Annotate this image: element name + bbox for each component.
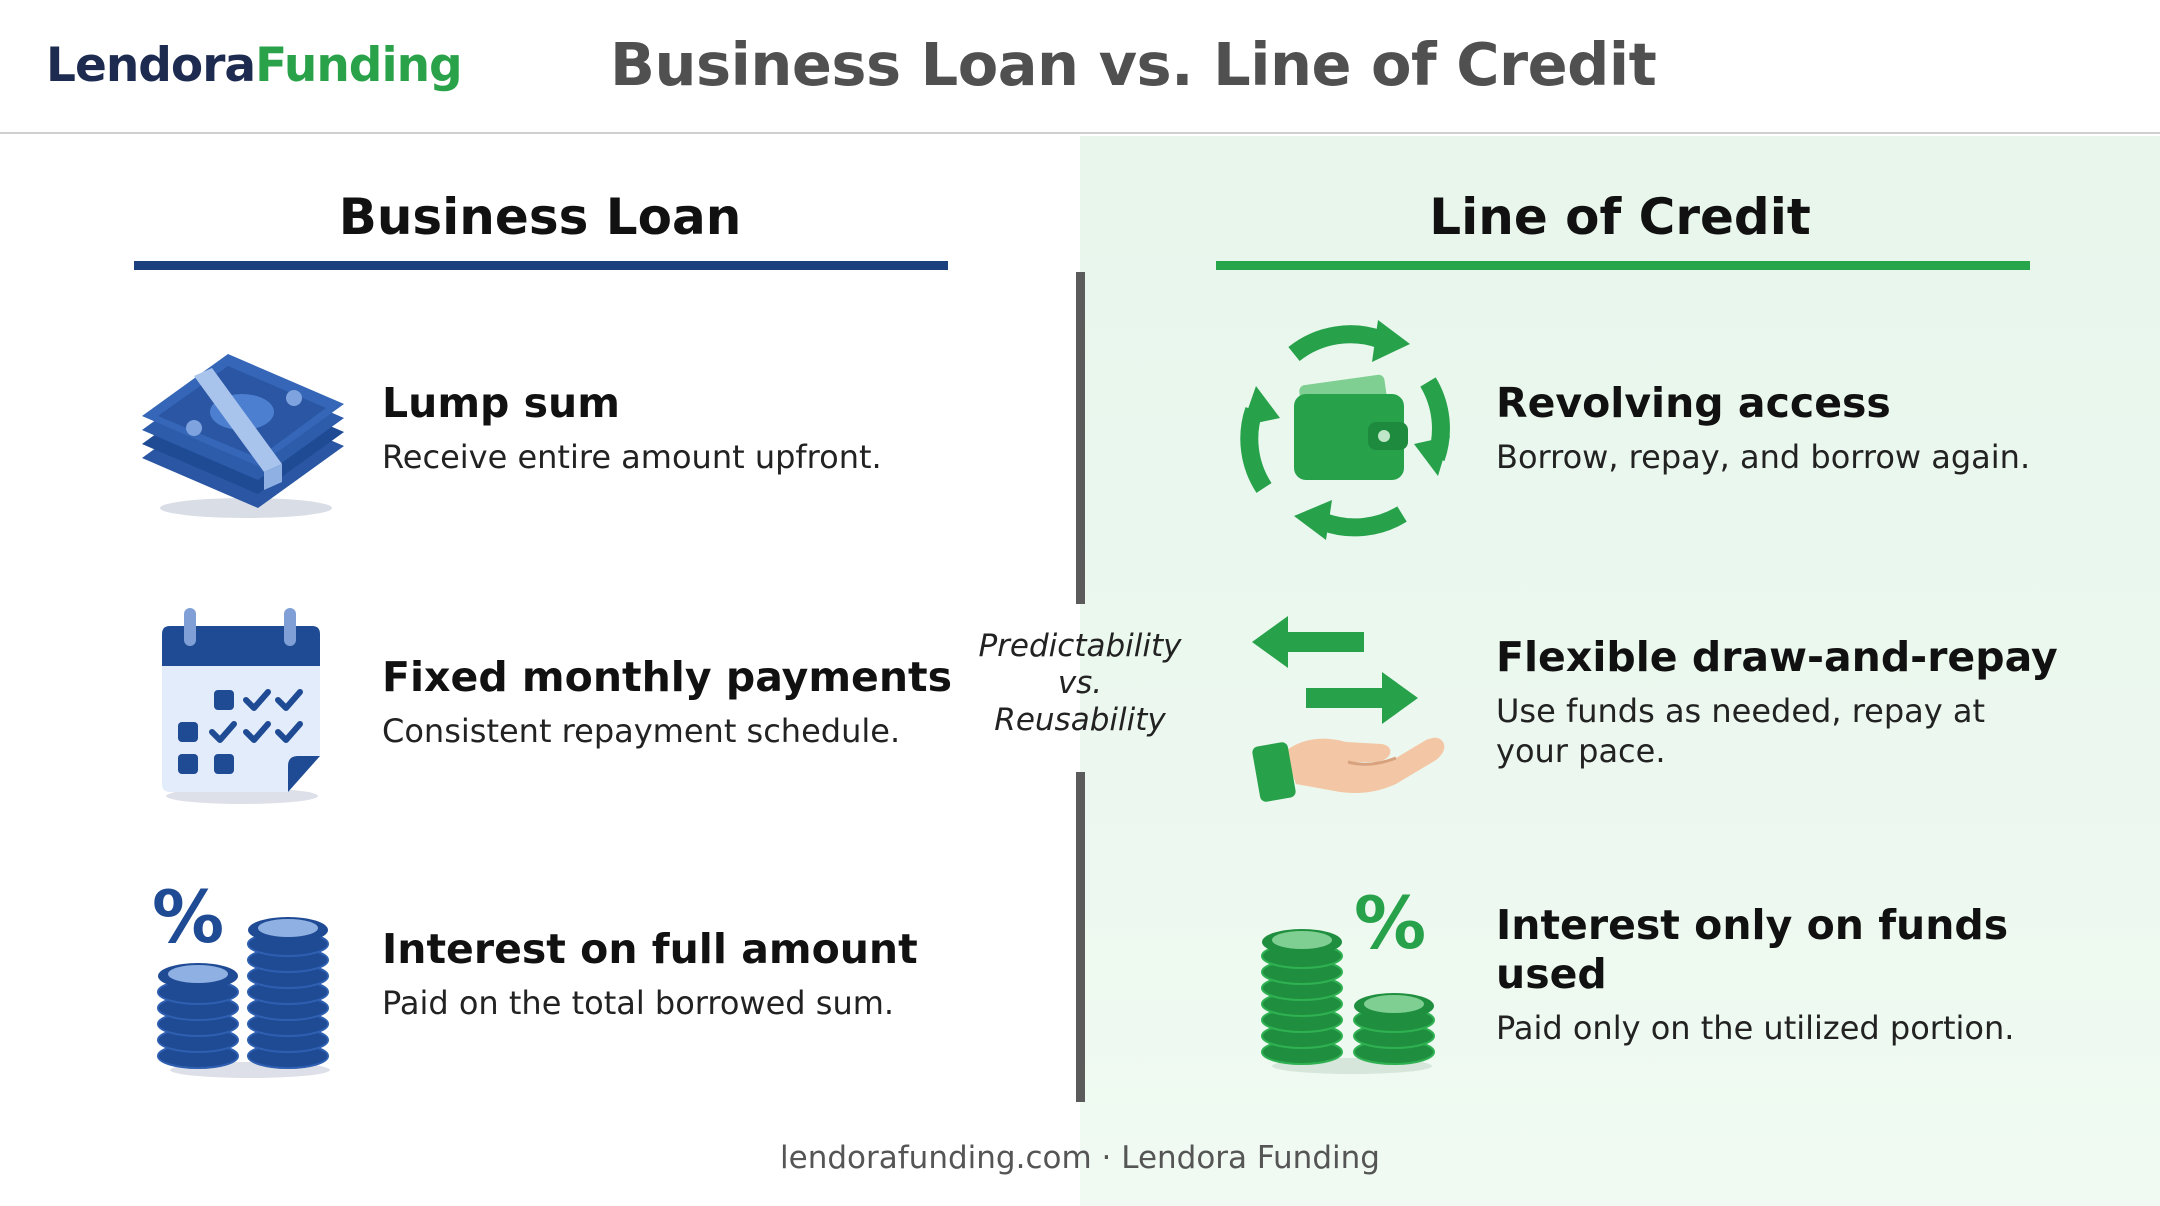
logo[interactable]: LendoraFunding (46, 36, 463, 96)
center-label-line3: Reusability (994, 702, 1166, 738)
business-loan-heading: Business Loan (338, 188, 742, 246)
interest-full-desc: Paid on the total borrowed sum. (382, 984, 895, 1022)
flexible-draw-desc-line1: Use funds as needed, repay at (1496, 692, 1986, 730)
flexible-draw-title: Flexible draw-and-repay (1496, 633, 2058, 681)
revolving-access-title: Revolving access (1496, 379, 1891, 427)
center-label-line2: vs. (1057, 665, 1103, 701)
percent-coins-icon: % (152, 875, 330, 1078)
revolving-access-desc: Borrow, repay, and borrow again. (1496, 438, 2031, 476)
header: LendoraFunding Business Loan vs. Line of… (0, 0, 2160, 134)
percent-coins-green-icon: % (1261, 881, 1435, 1074)
right-column-background (1080, 136, 2160, 1206)
money-stack-icon (142, 354, 344, 518)
fixed-payments-title: Fixed monthly payments (382, 653, 953, 701)
calendar-icon (162, 608, 320, 804)
interest-used-title-line1: Interest only on funds (1496, 901, 2009, 949)
lump-sum-desc: Receive entire amount upfront. (382, 438, 882, 476)
center-divider-bottom (1076, 772, 1085, 1102)
center-label-line1: Predictability (978, 628, 1182, 664)
logo-text-lendora: Lendora (46, 38, 256, 93)
logo-text-funding: Funding (255, 38, 463, 93)
hand-arrows-icon (1252, 616, 1445, 802)
svg-text:%: % (1354, 881, 1426, 965)
page-title: Business Loan vs. Line of Credit (610, 30, 1657, 99)
interest-used-title-line2: used (1496, 950, 1607, 998)
interest-full-title: Interest on full amount (382, 925, 918, 973)
center-divider-top (1076, 272, 1085, 604)
footer[interactable]: lendorafunding.com · Lendora Funding (780, 1140, 1380, 1176)
line-of-credit-heading: Line of Credit (1429, 188, 1811, 246)
business-loan-underline (134, 261, 948, 270)
flexible-draw-desc-line2: your pace. (1496, 732, 1666, 770)
lump-sum-title: Lump sum (382, 379, 620, 427)
svg-text:%: % (152, 875, 224, 959)
center-label: Predictability vs. Reusability (960, 628, 1200, 739)
interest-used-desc: Paid only on the utilized portion. (1496, 1009, 2015, 1047)
line-of-credit-underline (1216, 261, 2030, 270)
fixed-payments-desc: Consistent repayment schedule. (382, 712, 901, 750)
revolving-wallet-icon (1240, 320, 1450, 540)
